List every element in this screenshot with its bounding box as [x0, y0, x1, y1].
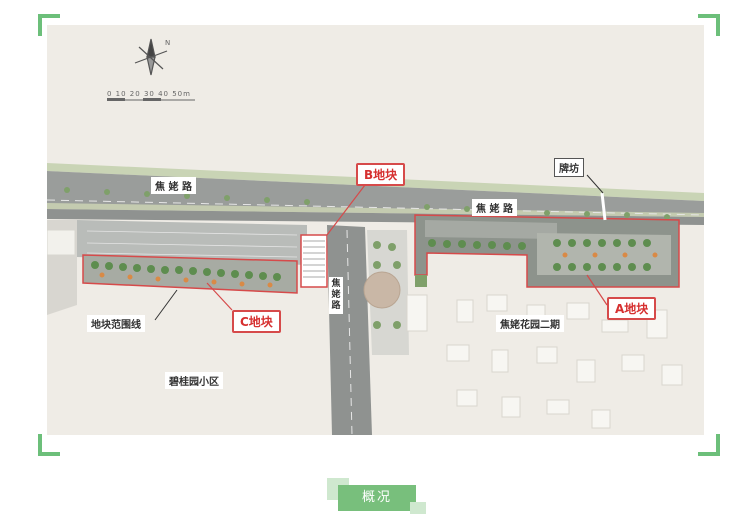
road-label-top-left: 焦 姥 路	[151, 177, 196, 194]
site-plan-map: N	[47, 25, 704, 435]
boundary-line-label: 地块范围线	[87, 315, 145, 332]
block-c-tag: C地块	[232, 310, 281, 333]
svg-text:N: N	[165, 39, 170, 47]
north-arrow-icon: N	[134, 38, 170, 76]
community-right-label: 焦姥花园二期	[496, 315, 564, 332]
road-label-vertical: 焦姥路	[329, 277, 343, 314]
road-label-top-right: 焦 姥 路	[472, 199, 517, 216]
corner-bottom-left	[38, 434, 60, 456]
corner-bottom-right	[698, 434, 720, 456]
scale-label: 0 10 20 30 40 50m	[107, 90, 191, 98]
block-a-tag: A地块	[607, 297, 657, 320]
site-plan-drawing: N	[47, 38, 704, 435]
scale-bar	[107, 98, 195, 101]
corner-top-right	[698, 14, 720, 36]
community-left-label: 碧桂园小区	[165, 372, 223, 389]
archway-label: 牌坊	[554, 158, 584, 177]
corner-top-left	[38, 14, 60, 36]
caption-box: 概况	[338, 485, 416, 511]
caption-decor-square-small	[410, 502, 426, 514]
block-b-tag: B地块	[356, 163, 406, 186]
